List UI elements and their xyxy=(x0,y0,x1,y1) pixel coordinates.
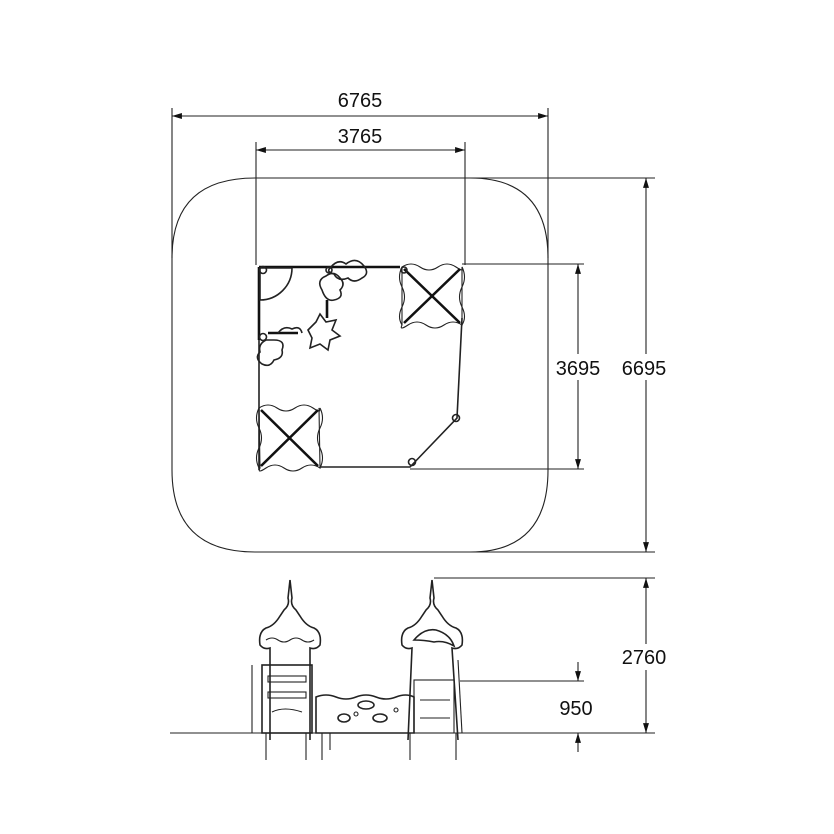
post-joints xyxy=(258,265,461,467)
roof-top-right xyxy=(398,263,466,329)
dim-label-platform-height: 950 xyxy=(559,698,592,720)
dim-label-inner-depth: 3695 xyxy=(556,358,601,380)
elevation-view: 2760 950 xyxy=(170,577,672,760)
dimension-overall-depth: 6695 xyxy=(470,177,672,553)
decorative-clouds xyxy=(256,259,368,367)
dim-label-inner-width: 3765 xyxy=(338,126,383,148)
right-tower xyxy=(400,579,464,760)
dim-label-overall-width: 6765 xyxy=(338,90,383,112)
plan-view: 6765 3765 3695 6695 xyxy=(171,90,672,553)
dimension-overall-width: 6765 xyxy=(171,90,549,258)
bridge-panel xyxy=(315,694,415,760)
dimension-total-height: 2760 xyxy=(434,577,672,733)
dimension-inner-depth: 3695 xyxy=(410,263,606,470)
roof-bottom-left xyxy=(255,404,324,472)
safety-zone-outline xyxy=(171,177,549,553)
left-tower xyxy=(251,579,322,760)
hatch-door-arc xyxy=(259,267,293,301)
dim-label-total-height: 2760 xyxy=(622,647,667,669)
dimension-platform-height: 950 xyxy=(460,662,593,752)
dim-label-overall-depth: 6695 xyxy=(622,358,667,380)
dimension-inner-width: 3765 xyxy=(255,126,466,265)
